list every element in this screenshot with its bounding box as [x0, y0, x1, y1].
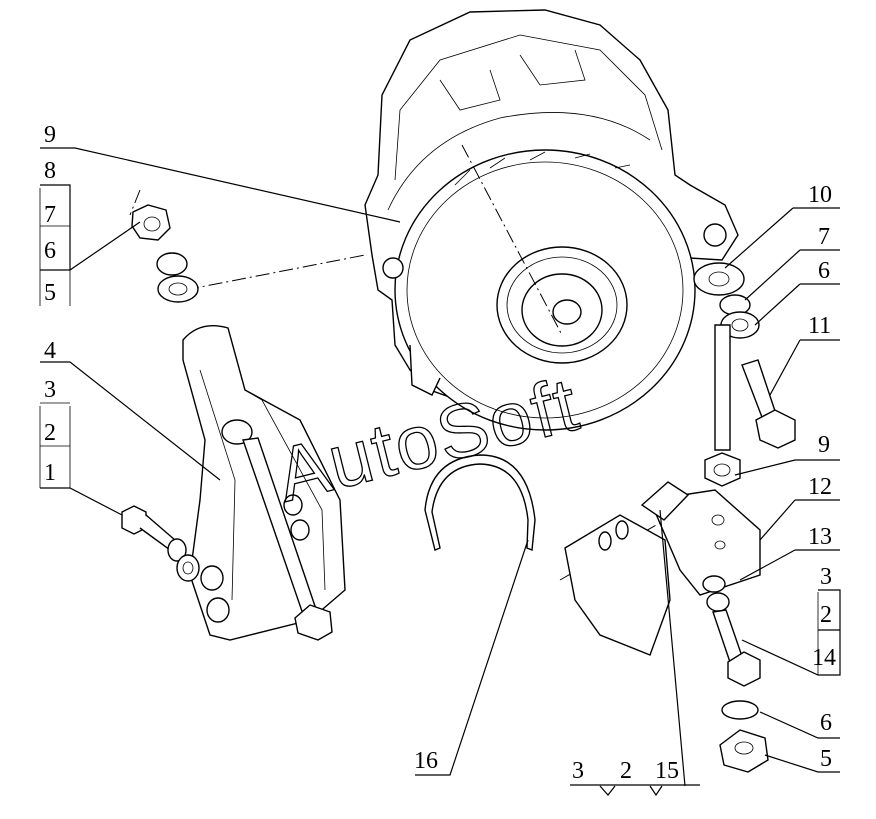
callout-1: 1 — [44, 460, 56, 486]
callout-6-bottom: 6 — [820, 710, 832, 736]
leader-lines — [40, 147, 841, 797]
right-upper-hardware — [693, 262, 796, 451]
callout-9-top: 9 — [44, 122, 56, 148]
right-bracket — [564, 452, 761, 687]
callout-2-bottom: 2 — [620, 758, 632, 784]
callout-8: 8 — [44, 158, 56, 184]
callout-12: 12 — [808, 474, 832, 500]
callout-5-left: 5 — [44, 280, 56, 306]
callout-3-right: 3 — [820, 564, 832, 590]
left-bracket — [182, 325, 346, 641]
callout-4: 4 — [44, 338, 56, 364]
bottom-nut-and-washer — [719, 700, 769, 773]
callout-16: 16 — [414, 748, 438, 774]
callout-7-right: 7 — [818, 224, 830, 250]
callout-2-right: 2 — [820, 602, 832, 628]
callout-9-right: 9 — [818, 432, 830, 458]
callout-6-left: 6 — [44, 238, 56, 264]
left-nut-and-washers — [131, 204, 199, 303]
alternator — [364, 9, 739, 431]
callout-2-left: 2 — [44, 420, 56, 446]
callout-13: 13 — [808, 524, 832, 550]
callout-3-bottom: 3 — [572, 758, 584, 784]
left-bolt-and-washers — [121, 505, 200, 582]
callout-7-left: 7 — [44, 202, 56, 228]
callout-15: 15 — [655, 758, 679, 784]
callout-3-left: 3 — [44, 377, 56, 403]
callout-5-bottom: 5 — [820, 746, 832, 772]
callout-10: 10 — [808, 182, 832, 208]
callout-11: 11 — [808, 313, 831, 339]
callout-boxes — [39, 184, 840, 675]
callout-14: 14 — [812, 645, 836, 671]
clip-part-16 — [424, 454, 536, 551]
callout-labels: 9 8 7 6 5 4 3 2 1 10 7 6 11 9 12 13 3 2 … — [44, 122, 836, 784]
callout-6-right: 6 — [818, 258, 830, 284]
